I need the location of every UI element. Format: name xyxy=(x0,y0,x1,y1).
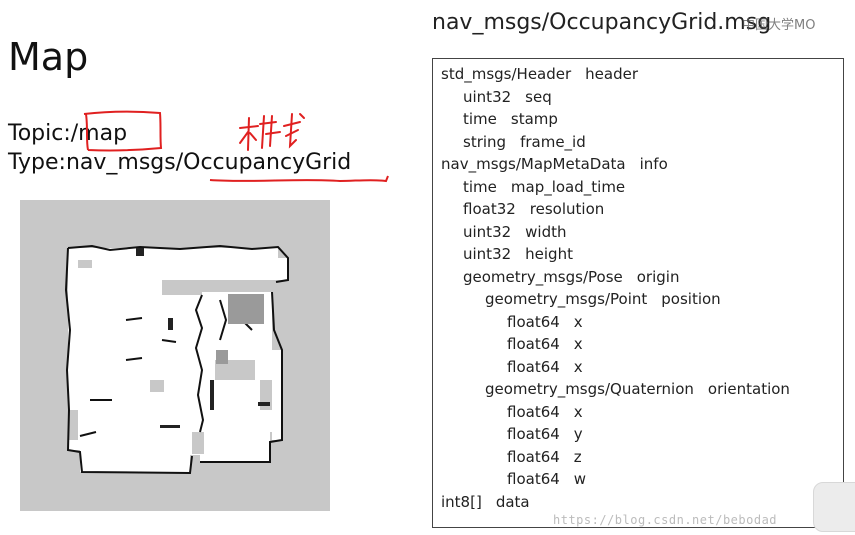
msg-field-type: geometry_msgs/Pose xyxy=(463,267,623,286)
occupancy-grid-map xyxy=(20,200,330,511)
type-value: nav_msgs/OccupancyGrid xyxy=(65,150,352,175)
msg-line: float64 z xyxy=(507,446,582,468)
msg-field-name: resolution xyxy=(529,200,605,218)
msg-field-type: int8[] xyxy=(441,492,482,511)
corner-widget-fragment xyxy=(813,482,855,532)
msg-line: string frame_id xyxy=(463,131,586,153)
msg-field-type: nav_msgs/MapMetaData xyxy=(441,155,626,173)
msg-field-name: y xyxy=(573,425,583,443)
msg-line: float64 x xyxy=(507,311,583,333)
msg-line: nav_msgs/MapMetaData info xyxy=(441,153,668,175)
topic-label: Topic: xyxy=(8,121,71,146)
type-line: Type: nav_msgs/OccupancyGrid xyxy=(8,152,351,174)
watermark-url: https://blog.csdn.net/bebodad xyxy=(553,513,778,527)
msg-line: uint32 height xyxy=(463,243,573,265)
msg-field-type: geometry_msgs/Point xyxy=(485,290,648,308)
msg-field-type: float64 xyxy=(507,312,560,331)
msg-field-name: w xyxy=(573,470,587,488)
msg-field-type: uint32 xyxy=(463,222,512,241)
handwritten-note xyxy=(239,113,305,151)
msg-line: float32 resolution xyxy=(463,198,604,220)
msg-field-name: stamp xyxy=(510,110,558,128)
msg-line: float64 x xyxy=(507,333,583,355)
msg-line: float64 x xyxy=(507,356,583,378)
msg-field-name: x xyxy=(573,335,583,353)
msg-line: uint32 width xyxy=(463,221,567,243)
msg-field-type: float64 xyxy=(507,425,560,443)
msg-field-name: origin xyxy=(636,267,680,286)
msg-line: int8[] data xyxy=(441,491,530,513)
msg-line: geometry_msgs/Quaternion orientation xyxy=(485,378,790,400)
msg-field-name: z xyxy=(573,447,582,466)
msg-field-type: uint32 xyxy=(463,87,512,106)
msg-field-type: time xyxy=(463,110,497,128)
msg-field-type: float64 xyxy=(507,357,560,376)
msg-line: time map_load_time xyxy=(463,176,625,198)
msg-field-name: orientation xyxy=(707,380,790,398)
msg-line: float64 x xyxy=(507,401,583,423)
message-file-title: nav_msgs/OccupancyGrid.msg xyxy=(432,10,772,35)
msg-field-name: width xyxy=(525,222,567,241)
watermark-logo: 中国大学MO xyxy=(742,18,816,33)
msg-field-type: float64 xyxy=(507,470,560,488)
msg-field-name: header xyxy=(585,65,639,83)
topic-line: Topic: /map xyxy=(8,123,127,145)
msg-field-name: seq xyxy=(525,87,552,106)
msg-field-type: float64 xyxy=(507,402,560,421)
msg-field-name: height xyxy=(525,245,573,263)
msg-field-type: string xyxy=(463,132,507,151)
topic-value: /map xyxy=(70,121,128,146)
msg-line: geometry_msgs/Pose origin xyxy=(463,266,679,288)
msg-field-type: geometry_msgs/Quaternion xyxy=(485,380,694,398)
type-underline xyxy=(209,175,389,183)
msg-field-type: time xyxy=(463,177,497,196)
msg-field-name: x xyxy=(573,312,583,331)
msg-line: geometry_msgs/Point position xyxy=(485,288,721,310)
type-label: Type: xyxy=(8,150,66,175)
msg-field-name: info xyxy=(639,155,668,173)
msg-field-name: data xyxy=(495,492,530,511)
msg-line: time stamp xyxy=(463,108,558,130)
msg-field-name: frame_id xyxy=(520,132,586,151)
msg-line: float64 w xyxy=(507,468,586,490)
msg-field-type: float64 xyxy=(507,447,560,466)
msg-field-name: map_load_time xyxy=(510,177,626,196)
msg-field-type: float64 xyxy=(507,335,560,353)
msg-line: uint32 seq xyxy=(463,86,552,108)
msg-field-name: x xyxy=(573,357,583,376)
msg-field-type: std_msgs/Header xyxy=(441,65,572,83)
msg-field-type: uint32 xyxy=(463,245,512,263)
msg-field-type: float32 xyxy=(463,200,516,218)
msg-field-name: position xyxy=(661,290,721,308)
msg-field-name: x xyxy=(573,402,583,421)
msg-line: float64 y xyxy=(507,423,583,445)
map-drawing xyxy=(20,200,330,511)
msg-line: std_msgs/Header header xyxy=(441,63,638,85)
slide-title: Map xyxy=(8,35,89,79)
